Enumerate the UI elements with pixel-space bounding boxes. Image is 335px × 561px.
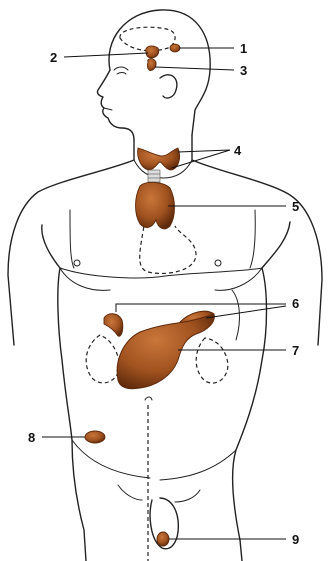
- leader-4b: [172, 150, 230, 168]
- left-nipple: [74, 260, 80, 266]
- left-kidney-outline: [86, 335, 120, 383]
- adrenal-gland-left: [104, 314, 123, 337]
- hypothalamus: [146, 46, 159, 58]
- leader-3: [155, 67, 234, 70]
- leader-4a: [178, 150, 230, 152]
- label-7: 7: [292, 343, 299, 358]
- eyebrow: [114, 67, 128, 70]
- head-outline: [97, 10, 210, 140]
- label-2: 2: [50, 50, 57, 65]
- pineal-gland: [170, 44, 180, 52]
- label-5: 5: [292, 199, 299, 214]
- right-kidney-outline: [196, 338, 228, 383]
- thyroid-gland: [138, 148, 180, 170]
- label-1: 1: [240, 41, 247, 56]
- eye: [117, 73, 126, 75]
- label-6: 6: [292, 296, 299, 311]
- label-4: 4: [234, 143, 242, 158]
- label-3: 3: [240, 63, 247, 78]
- leader-6b: [206, 306, 286, 318]
- pituitary-gland: [147, 59, 156, 71]
- leader-2: [64, 53, 148, 57]
- callout-labels: 1 2 3 4 5 6 7 8 9: [28, 41, 299, 547]
- label-9: 9: [292, 532, 299, 547]
- testis: [157, 532, 169, 546]
- label-8: 8: [28, 430, 35, 445]
- pancreas: [117, 314, 214, 389]
- ear-outline: [160, 75, 177, 98]
- right-nipple: [215, 260, 221, 266]
- leader-lines: [42, 48, 286, 539]
- leader-6a: [116, 304, 286, 312]
- ovary: [85, 431, 105, 443]
